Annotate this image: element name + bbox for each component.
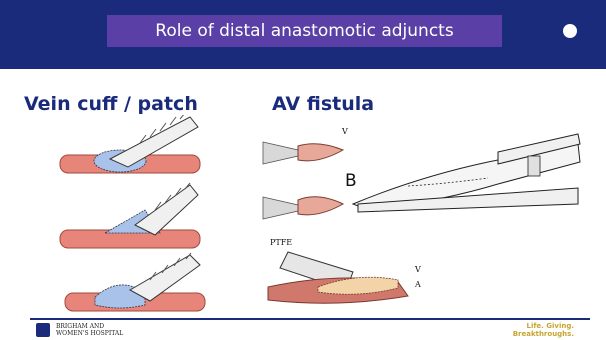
tagline-line2: Breakthroughs. bbox=[513, 330, 574, 338]
hospital-name: BRIGHAM AND WOMEN'S HOSPITAL bbox=[56, 323, 123, 337]
cuff-diagram-3 bbox=[65, 253, 205, 311]
label-v-top: V bbox=[341, 127, 348, 136]
tagline: Life. Giving. Breakthroughs. bbox=[513, 322, 574, 338]
hospital-shield-icon bbox=[36, 323, 50, 337]
bullet-dot-icon bbox=[563, 24, 577, 38]
cuff-diagram-2 bbox=[60, 183, 200, 248]
tagline-line1: Life. Giving. bbox=[513, 322, 574, 330]
hospital-name-line1: BRIGHAM AND bbox=[56, 323, 123, 330]
label-ptfe: PTFE bbox=[270, 238, 292, 247]
hospital-logo-group: BRIGHAM AND WOMEN'S HOSPITAL bbox=[36, 322, 123, 338]
av-fistula-illustrations: V B PTFE V A bbox=[258, 122, 588, 312]
av-fistula-heading: AV fistula bbox=[272, 93, 374, 115]
label-b: B bbox=[345, 171, 357, 191]
label-v-bottom: V bbox=[414, 265, 421, 274]
ptfe-diagram: PTFE V A bbox=[268, 238, 421, 303]
slide-title: Role of distal anastomotic adjuncts bbox=[107, 15, 502, 47]
label-a-bottom: A bbox=[414, 280, 421, 289]
footer-divider bbox=[30, 318, 590, 320]
fistula-sketch-large bbox=[353, 134, 580, 212]
hospital-name-line2: WOMEN'S HOSPITAL bbox=[56, 330, 123, 337]
vein-cuff-heading: Vein cuff / patch bbox=[24, 93, 198, 115]
fistula-diagram-small-2 bbox=[263, 197, 343, 219]
cuff-diagram-1 bbox=[60, 115, 200, 173]
fistula-diagram-small-1: V bbox=[263, 127, 348, 164]
vein-cuff-illustrations bbox=[50, 115, 220, 315]
